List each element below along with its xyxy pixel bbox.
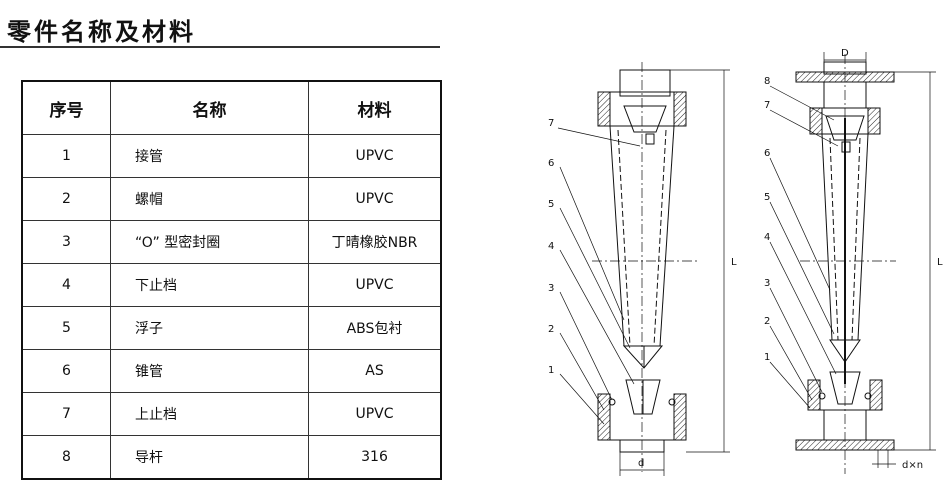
table-header-row: 序号 名称 材料 [21, 80, 442, 135]
table-row: 6 锥管 AS [21, 349, 442, 393]
left-callout-4: 4 [548, 241, 554, 252]
left-lower-stop [625, 379, 661, 415]
row-name: “O” 型密封圈 [110, 220, 309, 264]
table-row: 1 接管 UPVC [21, 134, 442, 178]
row-material: 316 [308, 435, 442, 480]
row-name: 导杆 [110, 435, 309, 480]
row-name: 锥管 [110, 349, 309, 393]
right-top-nut-right [867, 107, 881, 135]
right-callout-3: 3 [764, 278, 770, 289]
right-callout-1: 1 [764, 352, 770, 363]
left-callout-7: 7 [548, 118, 554, 129]
right-bottom-flange [795, 439, 895, 451]
row-material: ABS包衬 [308, 306, 442, 350]
left-callout-1: 1 [548, 365, 554, 376]
row-index: 1 [21, 134, 111, 178]
parts-table: 序号 名称 材料 1 接管 UPVC 2 螺帽 UPVC 3 “O” 型密封圈 … [21, 80, 442, 480]
left-top-nipple [619, 69, 671, 97]
left-tube-wall-left [609, 125, 625, 347]
left-upper-stop [623, 105, 667, 133]
left-o-ring-left [608, 398, 616, 406]
right-callout-7: 7 [764, 100, 770, 111]
right-callout-5: 5 [764, 192, 770, 203]
left-bottom-nipple [619, 439, 665, 453]
left-callout-3: 3 [548, 283, 554, 294]
row-index: 4 [21, 263, 111, 307]
right-tube-wall-right [857, 133, 869, 341]
row-material: UPVC [308, 177, 442, 221]
right-top-nut-left [809, 107, 823, 135]
left-dim-length-label: L [731, 257, 737, 268]
right-tube-inner-right [851, 137, 861, 341]
right-callout-2: 2 [764, 316, 770, 327]
left-dim-diameter-label: d [638, 458, 644, 469]
header-name: 名称 [110, 80, 309, 135]
left-top-nut-right [673, 91, 687, 127]
left-callout-6: 6 [548, 158, 554, 169]
left-callout-5: 5 [548, 199, 554, 210]
row-index: 8 [21, 435, 111, 480]
row-name: 下止档 [110, 263, 309, 307]
row-name: 上止档 [110, 392, 309, 436]
right-flowmeter-drawing [769, 52, 936, 474]
right-o-ring-right [864, 392, 872, 400]
left-o-ring-right [668, 398, 676, 406]
right-tube-inner-left [829, 137, 839, 341]
table-row: 3 “O” 型密封圈 丁晴橡胶NBR [21, 220, 442, 264]
row-material: 丁晴橡胶NBR [308, 220, 442, 264]
right-dim-top-label: D [841, 48, 849, 59]
row-index: 3 [21, 220, 111, 264]
left-callout-2: 2 [548, 324, 554, 335]
right-float [829, 339, 861, 363]
row-material: UPVC [308, 134, 442, 178]
right-dim-bottom-label: d×n [902, 460, 923, 471]
right-lower-stop [829, 371, 861, 405]
right-callout-8: 8 [764, 76, 770, 87]
right-dim-length-label: L [937, 257, 943, 268]
table-row: 8 导杆 316 [21, 435, 442, 480]
row-index: 5 [21, 306, 111, 350]
title-underline [0, 46, 440, 48]
left-tube-inner-right [653, 129, 667, 347]
right-upper-stop [825, 115, 865, 141]
left-upper-stop-tab [645, 133, 655, 145]
page-title: 零件名称及材料 [7, 18, 196, 46]
right-o-ring-left [818, 392, 826, 400]
right-tube-wall-left [821, 133, 833, 341]
left-flowmeter-drawing [557, 62, 730, 476]
left-float [622, 345, 664, 369]
right-callout-6: 6 [764, 148, 770, 159]
row-material: UPVC [308, 392, 442, 436]
left-bottom-nut-left [597, 393, 611, 441]
row-index: 2 [21, 177, 111, 221]
right-callout-4: 4 [764, 232, 770, 243]
table-row: 7 上止档 UPVC [21, 392, 442, 436]
left-tube-wall-right [659, 125, 675, 347]
row-index: 6 [21, 349, 111, 393]
left-top-nut-left [597, 91, 611, 127]
left-tube-inner-left [617, 129, 631, 347]
row-material: AS [308, 349, 442, 393]
row-name: 接管 [110, 134, 309, 178]
left-bottom-nut-right [673, 393, 687, 441]
right-bottom-nut-right [869, 379, 883, 411]
